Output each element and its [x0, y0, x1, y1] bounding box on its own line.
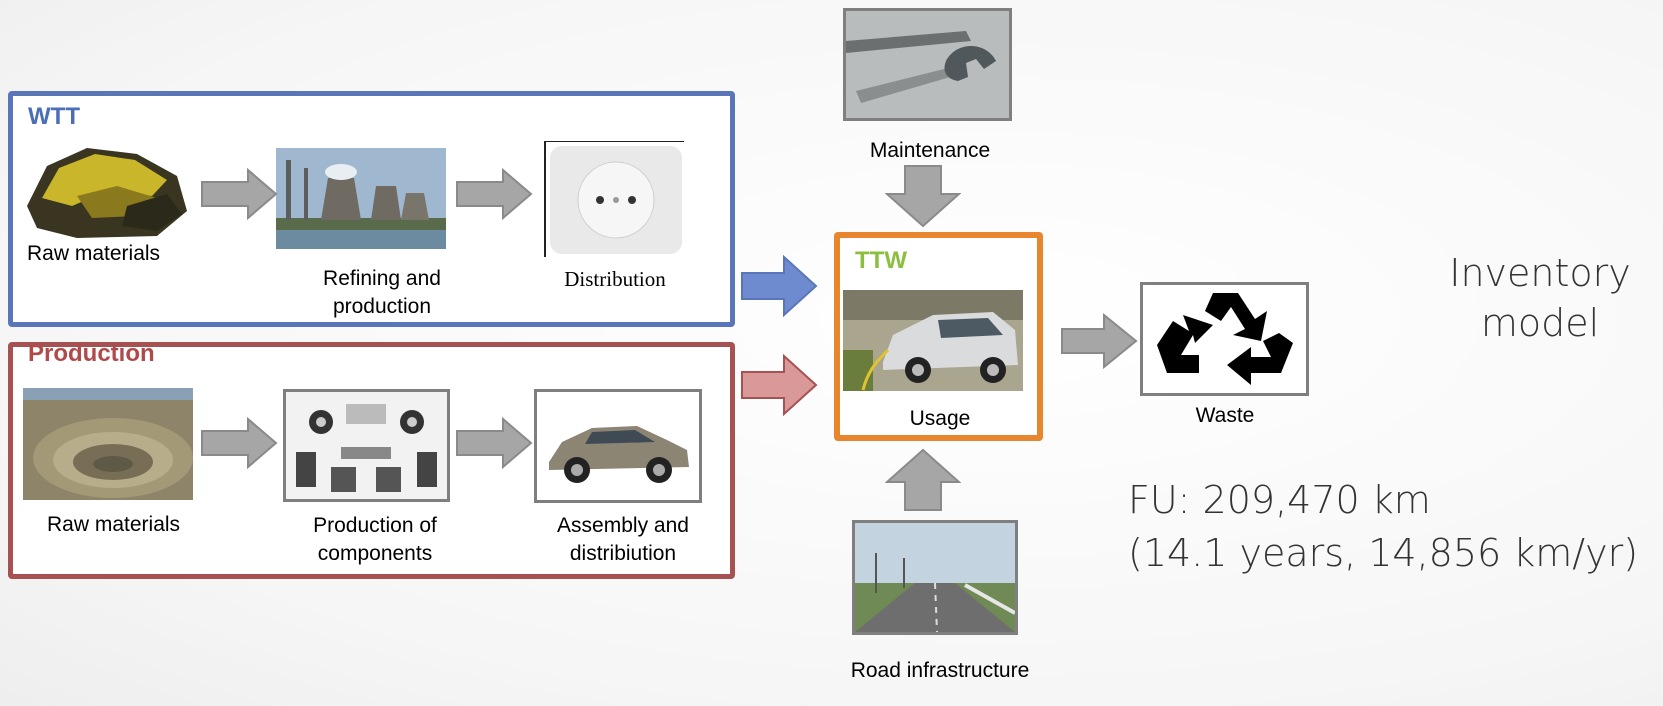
distribution-label: Distribution	[564, 267, 666, 291]
production-components-label: Production of components	[313, 514, 437, 565]
wtt-title: WTT	[28, 103, 80, 130]
production-raw-materials-label: Raw materials	[47, 513, 181, 536]
functional-unit-line2: (14.1 years, 14,856 km/yr)	[1128, 531, 1639, 575]
arrow-wtt-2	[456, 168, 533, 220]
recycle-icon	[1140, 282, 1309, 396]
assembly-distribution-label: Assembly and distribiution	[557, 514, 689, 565]
functional-unit-line1: FU: 209,470 km	[1128, 478, 1431, 522]
road-infrastructure-label: Road infrastructure	[850, 659, 1030, 682]
arrow-production-1	[201, 417, 278, 469]
arrow-maintenance-to-ttw	[885, 165, 961, 228]
wrench-icon	[843, 8, 1012, 121]
refining-production-label: Refining and production	[323, 267, 441, 318]
car-components-icon	[283, 389, 450, 502]
arrow-ttw-to-waste	[1061, 313, 1138, 369]
arrow-wtt-1	[201, 168, 278, 220]
ttw-title: TTW	[855, 247, 907, 274]
arrow-production-to-ttw	[741, 353, 818, 417]
power-socket-icon	[544, 141, 684, 257]
inventory-model-title: Inventory model	[1449, 251, 1631, 345]
production-title: Production	[28, 340, 155, 367]
wtt-raw-materials-label: Raw materials	[27, 242, 161, 265]
arrow-wtt-to-ttw	[741, 254, 818, 318]
waste-label: Waste	[1195, 404, 1255, 427]
maintenance-label: Maintenance	[869, 139, 991, 162]
electric-car-charging-icon	[843, 290, 1023, 391]
highway-icon	[852, 520, 1018, 635]
arrow-road-to-ttw	[885, 448, 961, 511]
usage-label: Usage	[909, 407, 971, 430]
ore-rock-icon	[17, 136, 195, 244]
power-plant-icon	[276, 148, 446, 249]
open-pit-mine-icon	[23, 388, 193, 500]
sedan-car-icon	[534, 389, 702, 503]
arrow-production-2	[456, 417, 533, 469]
